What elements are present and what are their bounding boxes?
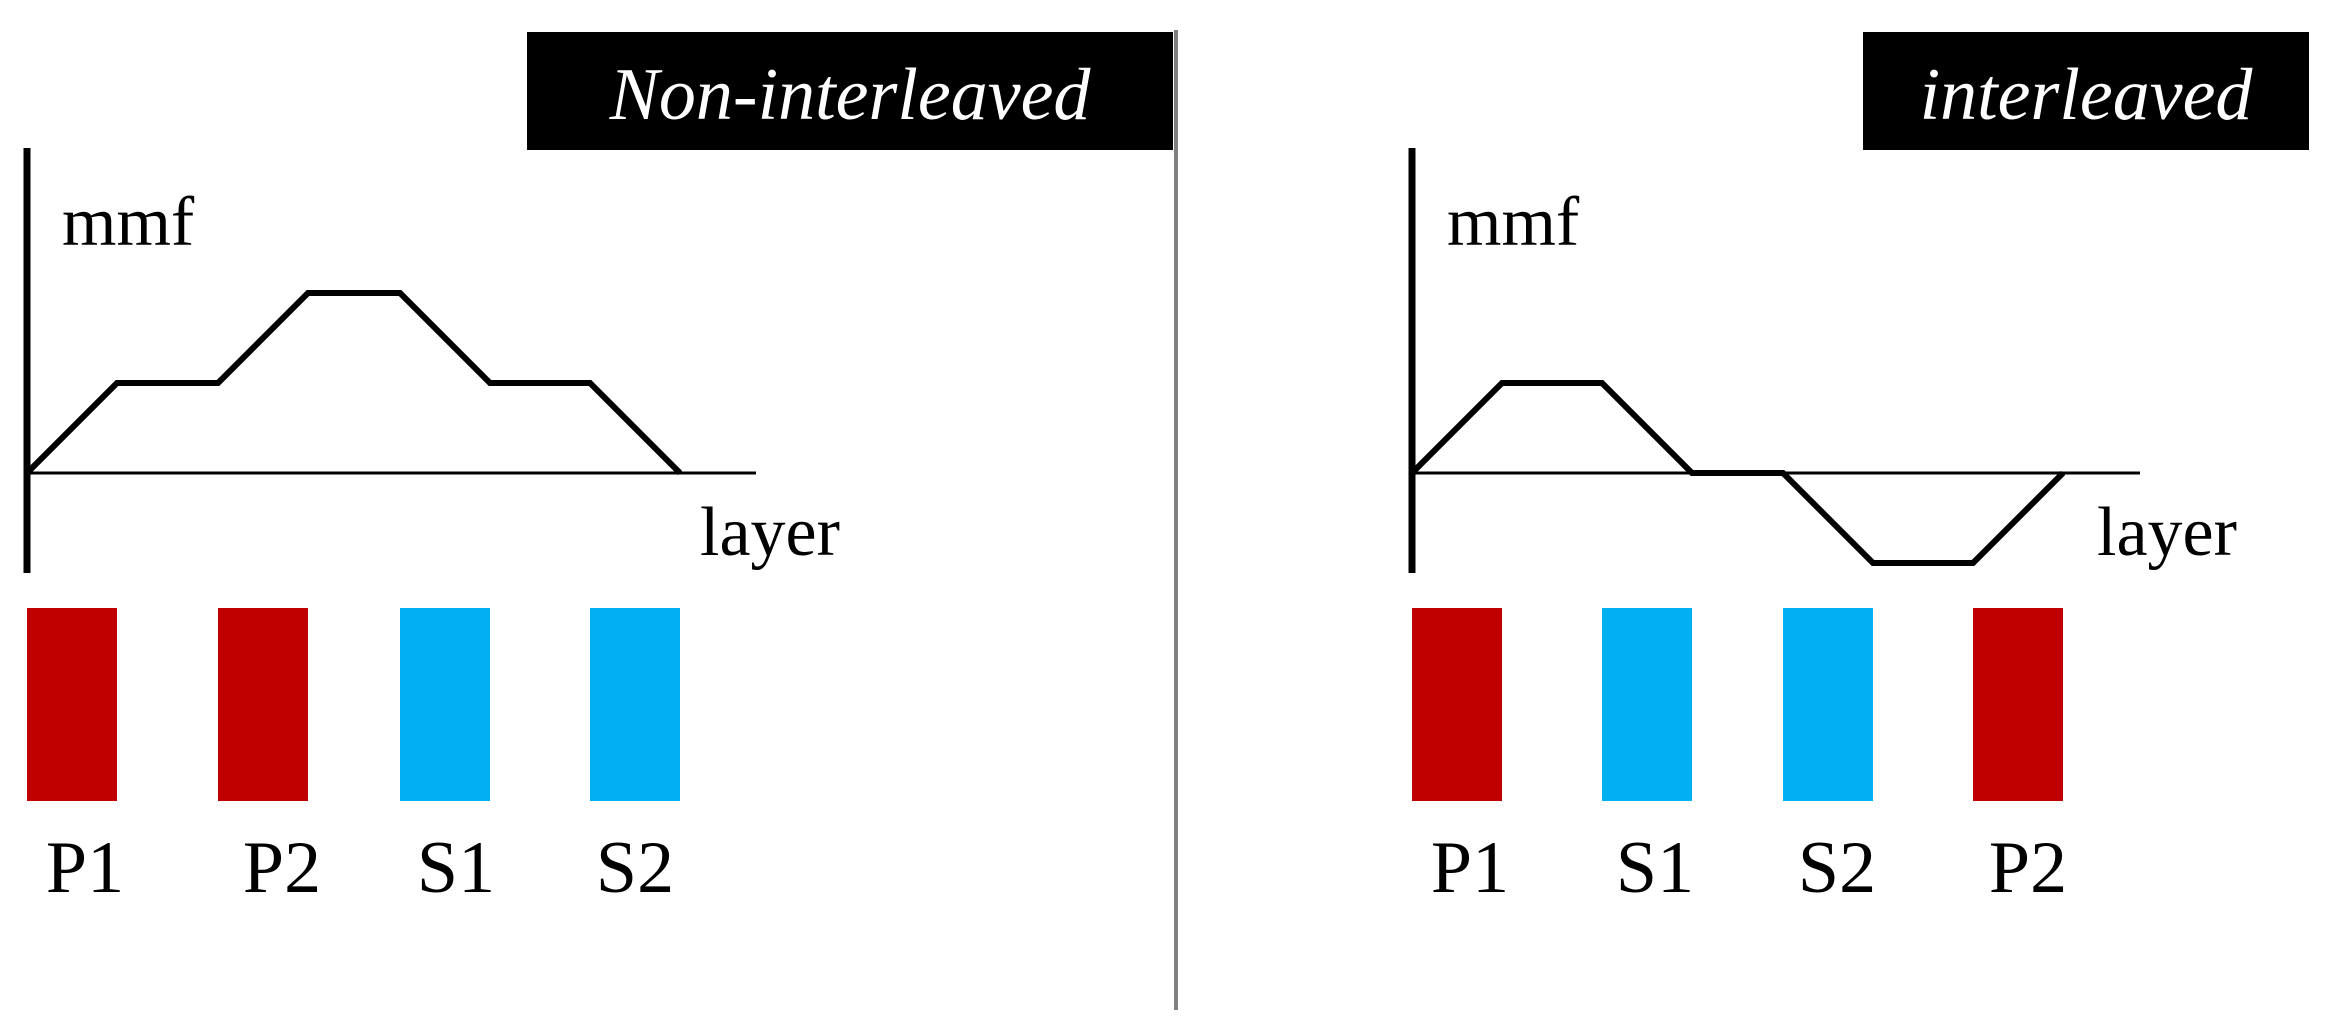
- x-axis-label: layer: [700, 494, 840, 571]
- coil-label-s2: S2: [596, 827, 674, 909]
- coil-group: P1 S1 S2 P2: [1412, 608, 2067, 909]
- banner-label: interleaved: [1920, 54, 2254, 136]
- banner-label: Non-interleaved: [609, 54, 1092, 136]
- y-axis-label: mmf: [62, 184, 195, 261]
- coil-bar-p2: [1973, 608, 2063, 801]
- banner-background: [1863, 32, 2309, 150]
- coil-bar-p2: [218, 608, 308, 801]
- mmf-curve: [24, 290, 683, 476]
- coil-bar-p1: [27, 608, 117, 801]
- coil-label-p1: P1: [46, 827, 124, 909]
- coil-bar-p1: [1412, 608, 1502, 801]
- y-axis-label: mmf: [1447, 184, 1580, 261]
- coil-label-p2: P2: [1989, 827, 2067, 909]
- coil-label-s1: S1: [417, 827, 495, 909]
- coil-bar-s1: [400, 608, 490, 801]
- panel-interleaved: interleaved mmf layer P1 S1 S2 P2: [1408, 32, 2309, 909]
- mmf-curve: [1409, 380, 2066, 566]
- coil-group: P1 P2 S1 S2: [27, 608, 680, 909]
- coil-bar-s1: [1602, 608, 1692, 801]
- x-axis-label: layer: [2097, 494, 2237, 571]
- coil-label-p2: P2: [243, 827, 321, 909]
- panel-non-interleaved: Non-interleaved mmf layer P1 P2 S1 S2: [23, 32, 1173, 909]
- banner-background: [527, 32, 1173, 150]
- coil-label-p1: P1: [1431, 827, 1509, 909]
- coil-label-s2: S2: [1798, 827, 1876, 909]
- coil-label-s1: S1: [1616, 827, 1694, 909]
- coil-bar-s2: [590, 608, 680, 801]
- coil-bar-s2: [1783, 608, 1873, 801]
